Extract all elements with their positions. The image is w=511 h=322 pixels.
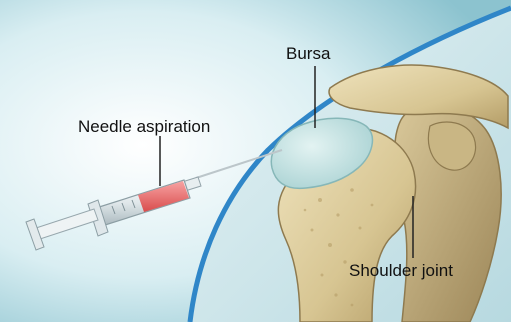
bursa-label: Bursa [286,45,330,62]
shoulder-joint-label: Shoulder joint [349,262,453,279]
needle-aspiration-label: Needle aspiration [78,118,210,135]
